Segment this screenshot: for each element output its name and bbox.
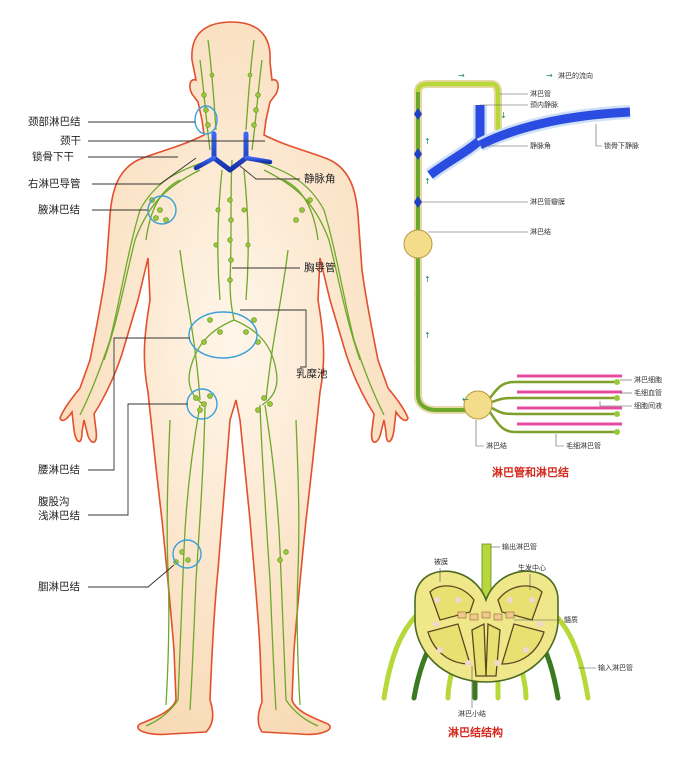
svg-text:↑: ↑	[424, 331, 431, 340]
label-lymph-capillary: 毛细淋巴管	[566, 442, 601, 450]
label-thoracic-duct: 胸导管	[304, 262, 336, 274]
label-jugular-trunk: 颈干	[60, 135, 81, 147]
label-inguinal-lymph-nodes-line2: 浅淋巴结	[38, 510, 80, 522]
svg-text:↓: ↓	[500, 111, 507, 120]
body-leader-lines	[88, 121, 307, 588]
label-axillary-lymph-nodes: 腋淋巴结	[38, 204, 80, 216]
label-lymph-nodule: 淋巴小结	[458, 710, 486, 718]
label-internal-jugular-vein: 颈内静脉	[530, 101, 558, 109]
label-lymph-node: 淋巴结	[530, 228, 551, 236]
node-structure-title: 淋巴结结构	[448, 726, 503, 739]
body-silhouette	[59, 21, 409, 736]
label-subclavian-vein: 锁骨下静脉	[604, 142, 639, 150]
flow-legend: 淋巴的流向	[558, 72, 593, 80]
label-capillary: 毛细血管	[634, 389, 662, 397]
label-subclavian-trunk: 锁骨下干	[32, 151, 74, 163]
label-popliteal-lymph-nodes: 腘淋巴结	[38, 581, 80, 593]
label-neck-lymph-nodes: 颈部淋巴结	[28, 116, 81, 128]
svg-text:↑: ↑	[424, 275, 431, 284]
vessels-panel-title: 淋巴管和淋巴结	[492, 466, 569, 479]
label-lymph-vessel: 淋巴管	[530, 90, 551, 98]
label-inguinal-lymph-nodes-line1: 腹股沟	[38, 496, 70, 508]
label-capsule: 被膜	[434, 558, 448, 566]
label-lymphocyte: 淋巴细胞	[634, 376, 662, 384]
label-afferent-vessel: 输入淋巴管	[598, 664, 633, 672]
label-germinal-center: 生发中心	[518, 564, 546, 572]
label-lymph-valve: 淋巴管瓣膜	[530, 198, 565, 206]
svg-text:→: →	[546, 71, 553, 80]
label-efferent-vessel: 输出淋巴管	[502, 543, 537, 551]
label-lumbar-lymph-nodes: 腰淋巴结	[38, 464, 80, 476]
label-cisterna-chyli: 乳糜池	[296, 368, 328, 380]
lymph-node-structure-panel	[381, 543, 596, 708]
label-venous-angle: 静脉角	[304, 173, 336, 185]
label-interstitial-fluid: 细胞间液	[634, 402, 662, 410]
capillary-bundle	[488, 374, 622, 435]
svg-text:↑: ↑	[424, 177, 431, 186]
label-lymph-node-bottom: 淋巴结	[486, 442, 507, 450]
svg-text:↑: ↑	[424, 137, 431, 146]
label-medulla: 髓质	[564, 616, 578, 624]
svg-text:→: →	[458, 71, 465, 80]
subclavian-veins	[193, 131, 273, 189]
label-venous-angle-detail: 静脉角	[530, 142, 551, 150]
lymph-vessel-panel: → → ↓ ↑ ↑ ↑ ↑ ←	[403, 71, 632, 447]
svg-text:←: ←	[462, 395, 469, 404]
label-right-lymphatic-duct: 右淋巴导管	[28, 178, 81, 190]
